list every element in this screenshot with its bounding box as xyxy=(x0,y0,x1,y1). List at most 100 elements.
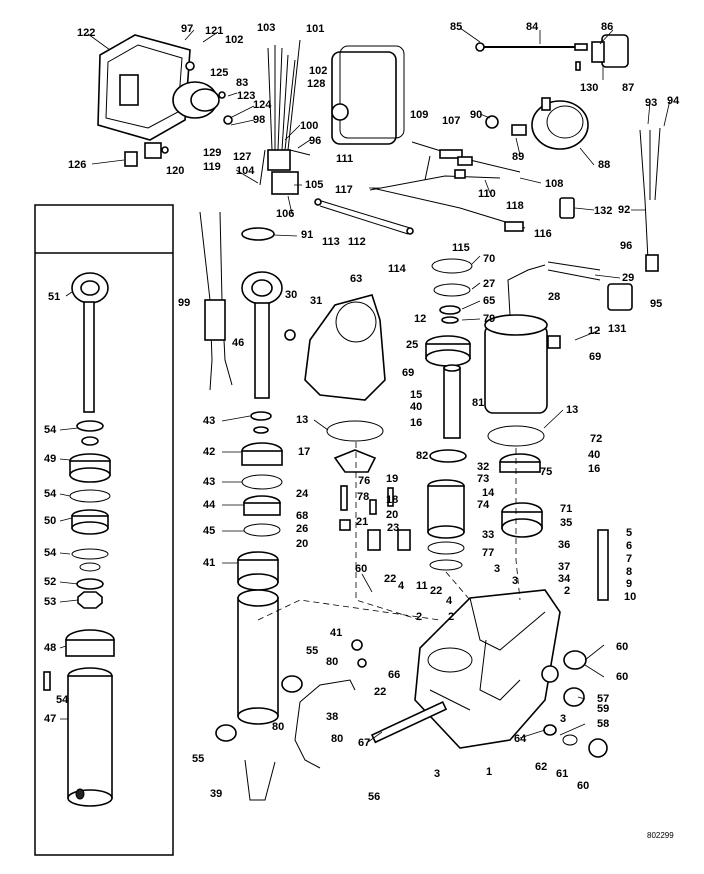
label-1: 1 xyxy=(486,766,492,778)
trim-gauge xyxy=(485,97,589,150)
figure-id: 802299 xyxy=(647,831,674,840)
label-19: 19 xyxy=(386,473,398,485)
label-93: 93 xyxy=(645,97,657,109)
label-49: 49 xyxy=(44,453,56,465)
label-86: 86 xyxy=(601,21,613,33)
label-75: 75 xyxy=(540,466,552,478)
label-91: 91 xyxy=(301,229,313,241)
check-valve-parts xyxy=(333,449,411,551)
manifold-housing xyxy=(370,589,561,749)
label-80a: 80 xyxy=(326,656,338,668)
label-111: 111 xyxy=(336,153,353,165)
label-54d: 54 xyxy=(56,694,69,706)
label-20b: 20 xyxy=(296,538,308,550)
wire-harness-top xyxy=(259,39,311,195)
label-34: 34 xyxy=(558,573,571,585)
label-99: 99 xyxy=(178,297,190,309)
label-120: 120 xyxy=(166,165,184,177)
label-3a: 3 xyxy=(494,563,500,575)
label-112: 112 xyxy=(348,236,366,248)
solenoid-cover xyxy=(331,45,405,145)
label-101: 101 xyxy=(306,23,324,35)
label-119: 119 xyxy=(203,161,221,173)
label-22a: 22 xyxy=(384,573,396,585)
label-22c: 22 xyxy=(374,686,386,698)
label-4b: 4 xyxy=(446,595,453,607)
label-60d: 60 xyxy=(616,641,628,653)
label-12a: 12 xyxy=(414,313,426,325)
label-47: 47 xyxy=(44,713,56,725)
label-96b: 96 xyxy=(620,240,632,252)
label-113: 113 xyxy=(322,236,340,248)
label-40b: 40 xyxy=(588,449,600,461)
label-115: 115 xyxy=(452,242,470,254)
label-36: 36 xyxy=(558,539,570,551)
label-43b: 43 xyxy=(203,476,215,488)
label-54b: 54 xyxy=(44,488,57,500)
label-76: 76 xyxy=(358,475,370,487)
label-89: 89 xyxy=(512,151,524,163)
label-72: 72 xyxy=(590,433,602,445)
label-125: 125 xyxy=(210,67,228,79)
label-98: 98 xyxy=(253,114,265,126)
label-74: 74 xyxy=(477,499,490,511)
leader-lines xyxy=(59,27,671,743)
label-77: 77 xyxy=(482,547,494,559)
label-84: 84 xyxy=(526,21,539,33)
label-116: 116 xyxy=(534,228,552,240)
label-96a: 96 xyxy=(309,135,321,147)
label-97: 97 xyxy=(181,23,193,35)
label-5: 5 xyxy=(626,527,632,539)
label-107: 107 xyxy=(442,115,460,127)
label-7: 7 xyxy=(626,553,632,565)
label-22b: 22 xyxy=(430,585,442,597)
label-127: 127 xyxy=(233,151,251,163)
label-117: 117 xyxy=(335,184,353,196)
label-46: 46 xyxy=(232,337,244,349)
piston-rod-81 xyxy=(443,364,461,439)
label-110: 110 xyxy=(478,188,496,200)
label-17: 17 xyxy=(298,446,310,458)
label-45: 45 xyxy=(203,525,215,537)
label-44: 44 xyxy=(203,499,216,511)
label-118: 118 xyxy=(506,200,524,212)
label-51: 51 xyxy=(48,291,60,303)
label-57: 57 xyxy=(597,693,609,705)
label-67: 67 xyxy=(358,737,370,749)
label-92: 92 xyxy=(618,204,630,216)
label-30: 30 xyxy=(285,289,297,301)
label-80c: 80 xyxy=(331,733,343,745)
pump-body xyxy=(499,453,543,538)
label-83: 83 xyxy=(236,77,248,89)
label-25: 25 xyxy=(406,339,418,351)
label-94: 94 xyxy=(667,95,680,107)
label-131: 131 xyxy=(608,323,626,335)
label-109: 109 xyxy=(410,109,428,121)
label-105: 105 xyxy=(305,179,323,191)
label-3d: 3 xyxy=(434,768,440,780)
label-80b: 80 xyxy=(272,721,284,733)
pump-motor xyxy=(484,261,633,414)
assembly-guide-lines xyxy=(257,442,521,621)
label-35: 35 xyxy=(560,517,572,529)
label-27: 27 xyxy=(483,278,495,290)
label-53: 53 xyxy=(44,596,56,608)
label-18: 18 xyxy=(386,494,398,506)
label-132: 132 xyxy=(594,205,612,217)
label-8: 8 xyxy=(626,566,632,578)
label-61: 61 xyxy=(556,768,568,780)
label-71: 71 xyxy=(560,503,572,515)
label-29: 29 xyxy=(622,272,634,284)
relay-box-assembly xyxy=(97,34,233,167)
label-62: 62 xyxy=(535,761,547,773)
label-11: 11 xyxy=(416,580,428,592)
label-129: 129 xyxy=(203,147,221,159)
label-126: 126 xyxy=(68,159,86,171)
label-2b: 2 xyxy=(416,611,422,623)
label-58: 58 xyxy=(597,718,609,730)
label-128: 128 xyxy=(307,78,325,90)
label-73: 73 xyxy=(477,473,489,485)
label-68: 68 xyxy=(296,510,308,522)
label-102b: 102 xyxy=(309,65,327,77)
label-106: 106 xyxy=(276,208,294,220)
